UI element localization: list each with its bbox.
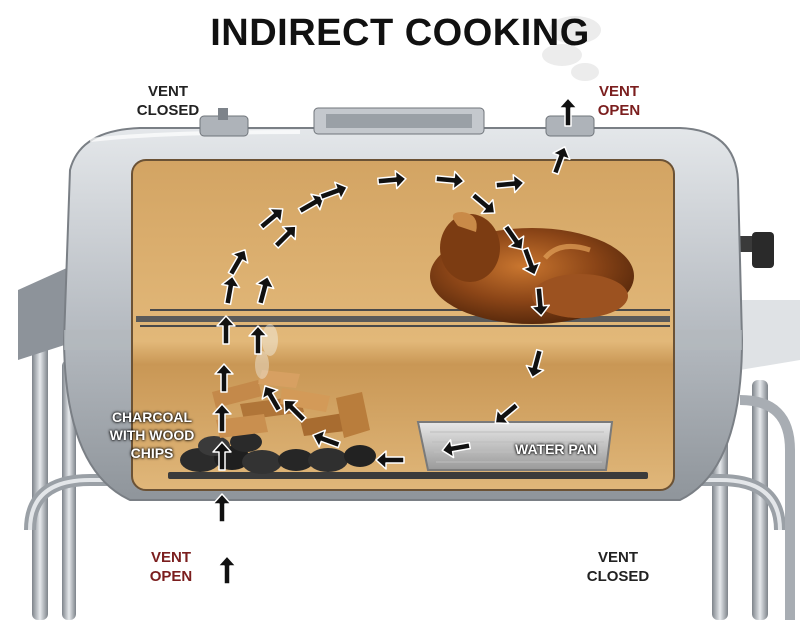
airflow-arrow-icon <box>319 181 348 201</box>
grill-stand <box>24 330 795 620</box>
airflow-arrow-icon <box>227 249 249 277</box>
airflow-arrow-icon <box>258 207 284 231</box>
airflow-arrow-icon <box>530 287 551 317</box>
airflow-arrow-icon <box>283 399 307 423</box>
airflow-arrow-icon <box>261 385 283 413</box>
fuel-label: CHARCOAL WITH WOOD CHIPS <box>109 409 195 461</box>
airflow-arrow-icon <box>558 97 578 127</box>
airflow-arrow-icon <box>525 348 545 379</box>
airflow-arrow-icon <box>273 225 297 249</box>
airflow-arrow-icon <box>375 450 405 470</box>
water-pan-label: WATER PAN <box>515 441 597 457</box>
airflow-arrow-icon <box>255 275 275 306</box>
airflow-arrow-icon <box>521 247 541 276</box>
wood-chips-icon <box>212 370 370 438</box>
airflow-arrow-icon <box>435 170 465 191</box>
top-vents <box>199 107 595 137</box>
airflow-arrow-icon <box>551 146 571 175</box>
airflow-arrow-icon <box>495 173 525 194</box>
airflow-arrow-icon <box>221 275 241 306</box>
airflow-arrow-icon <box>312 429 341 449</box>
roast-chicken-icon <box>430 212 634 324</box>
airflow-arrow-icon <box>441 439 472 459</box>
airflow-arrow-icon <box>216 315 236 345</box>
top-right-vent-label: VENT OPEN <box>597 83 641 119</box>
diagram-title: INDIRECT COOKING <box>210 12 590 54</box>
airflow-arrow-icon <box>217 555 237 585</box>
top-left-vent-label: VENT CLOSED <box>136 83 200 119</box>
airflow-arrow-icon <box>212 441 232 471</box>
bottom-left-vent-label: VENT OPEN <box>149 549 193 585</box>
airflow-arrow-icon <box>248 325 268 355</box>
charcoal-grate <box>168 472 648 479</box>
airflow-arrow-icon <box>502 224 525 251</box>
airflow-arrow-icon <box>212 403 232 433</box>
airflow-arrow-icon <box>494 401 520 425</box>
airflow-arrow-icon <box>214 363 234 393</box>
airflow-arrow-icon <box>470 191 496 215</box>
airflow-arrows <box>212 97 578 585</box>
smoke-icon <box>255 16 601 379</box>
water-pan <box>416 421 614 471</box>
bottom-right-vent-label: VENT CLOSED <box>586 549 650 585</box>
airflow-arrow-icon <box>212 493 232 523</box>
airflow-arrow-icon <box>377 169 407 190</box>
airflow-arrow-icon <box>297 193 325 215</box>
